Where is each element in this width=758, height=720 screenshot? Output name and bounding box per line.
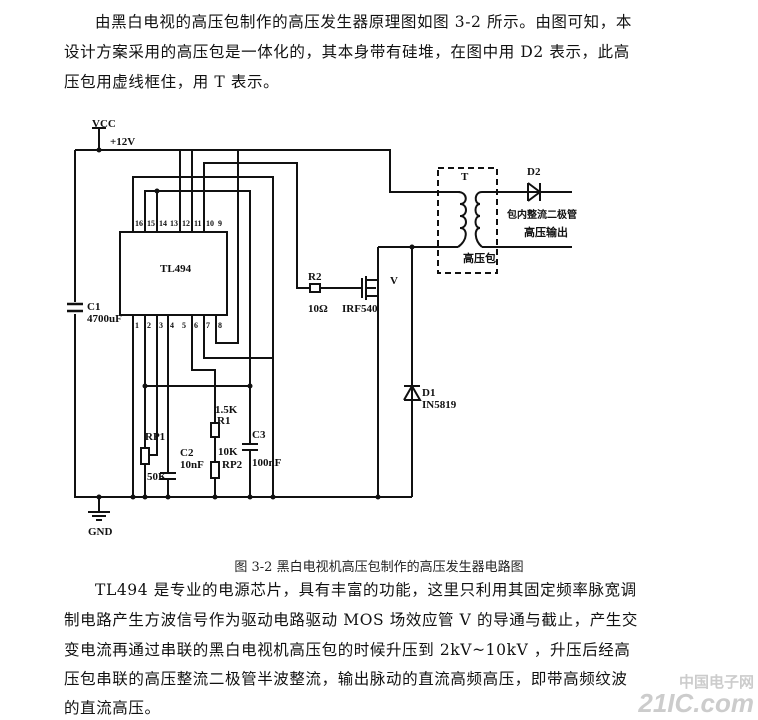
- c1-value: 4700uF: [87, 313, 122, 325]
- mosfet-label: IRF540: [342, 303, 378, 315]
- t-label: T: [461, 171, 469, 183]
- capacitor-c2: [160, 472, 176, 480]
- ground-symbol: [88, 497, 110, 521]
- r1-value: 1.5K: [215, 404, 238, 416]
- chip-pin-top: 16: [135, 219, 143, 228]
- potentiometer-rp1: [140, 447, 150, 465]
- hv-output-label: 高压输出: [524, 225, 568, 239]
- primary-coil: [457, 191, 467, 248]
- figure-caption: 图 3-2 黑白电视机高压包制作的高压发生器电路图: [234, 560, 524, 575]
- c3-label: C3: [252, 429, 266, 441]
- pack-label: 高压包: [463, 251, 496, 265]
- potentiometer-rp2: [210, 461, 220, 479]
- secondary-coil: [474, 191, 483, 248]
- chip-pin-bottom: 5: [182, 321, 186, 330]
- body-line: 变电流再通过串联的黑白电视机高压包的时候升压到 2kV~10kV ，升压后经高: [64, 641, 631, 659]
- rp2-label: RP2: [222, 459, 243, 471]
- gnd-label: GND: [88, 526, 113, 538]
- d2-desc: 包内整流二极管: [507, 208, 577, 221]
- rp1-value: 50K: [147, 471, 167, 483]
- capacitor-c1: [67, 302, 83, 313]
- c2-label: C2: [180, 447, 194, 459]
- watermark-en: 21IC.com: [638, 688, 754, 718]
- tl494-chip: [119, 231, 228, 316]
- chip-pin-top: 9: [218, 219, 222, 228]
- rp2-value: 10K: [218, 446, 238, 458]
- vcc-label: VCC: [92, 118, 116, 130]
- resistor-r2: [309, 283, 321, 293]
- circuit-diagram: 16 1 15 2 14 3 13 4 12 5 11 6 10 7 9 8 VCC +12V GND TL4…: [67, 118, 577, 538]
- chip-pin-top: 15: [147, 219, 155, 228]
- chip-pin-top: 10: [206, 219, 214, 228]
- d1-value: IN5819: [422, 399, 457, 411]
- c2-value: 10nF: [180, 459, 204, 471]
- diode-d2: [482, 182, 572, 248]
- c3-value: 100nF: [252, 457, 282, 469]
- vcc-symbol: [92, 127, 106, 150]
- chip-pin-top: 11: [194, 219, 202, 228]
- transformer-box: [437, 167, 498, 274]
- rp1-label: RP1: [145, 431, 165, 443]
- d2-label: D2: [527, 166, 541, 178]
- mosfet-v: [361, 246, 458, 497]
- diode-d1: [403, 247, 422, 497]
- v-label: V: [390, 275, 398, 287]
- resistor-r1: [210, 422, 220, 438]
- chip-pin-top: 14: [159, 219, 167, 228]
- chip-pin-bottom: 7: [206, 321, 210, 330]
- body-line: 压包串联的高压整流二极管半波整流，输出脉动的直流高频高压，即带高频纹波: [64, 670, 628, 688]
- watermark-logo: 中国电子网 21IC.com: [638, 675, 754, 716]
- intro-line: 压包用虚线框住，用 T 表示。: [64, 73, 280, 91]
- chip-pin-top: 13: [170, 219, 178, 228]
- body-line: 制电路产生方波信号作为驱动电路驱动 MOS 场效应管 V 的导通与截止，产生交: [64, 611, 639, 629]
- chip-pin-bottom: 3: [159, 321, 163, 330]
- chip-pin-bottom: 4: [170, 321, 174, 330]
- chip-pin-bottom: 2: [147, 321, 151, 330]
- capacitor-c3: [242, 443, 258, 451]
- chip-pin-top: 12: [182, 219, 190, 228]
- body-line: 的直流高压。: [64, 699, 161, 717]
- intro-line: 由黑白电视的高压包制作的高压发生器原理图如图 3-2 所示。由图可知，本: [95, 13, 632, 31]
- watermark-cn: 中国电子网: [678, 674, 754, 691]
- chip-pin-bottom: 6: [194, 321, 198, 330]
- r1-label: R1: [217, 415, 230, 427]
- d1-label: D1: [422, 387, 435, 399]
- voltage-label: +12V: [110, 136, 135, 148]
- r2-value: 10Ω: [308, 303, 328, 315]
- body-line: TL494 是专业的电源芯片，具有丰富的功能，这里只利用其固定频率脉宽调: [95, 581, 637, 599]
- c1-label: C1: [87, 301, 100, 313]
- power-rail: [74, 149, 460, 498]
- intro-line: 设计方案采用的高压包是一体化的，其本身带有硅堆，在图中用 D2 表示，此高: [64, 43, 630, 61]
- chip-label: TL494: [160, 263, 192, 275]
- r2-label: R2: [308, 271, 322, 283]
- chip-pin-bottom: 8: [218, 321, 222, 330]
- chip-pin-bottom: 1: [135, 321, 139, 330]
